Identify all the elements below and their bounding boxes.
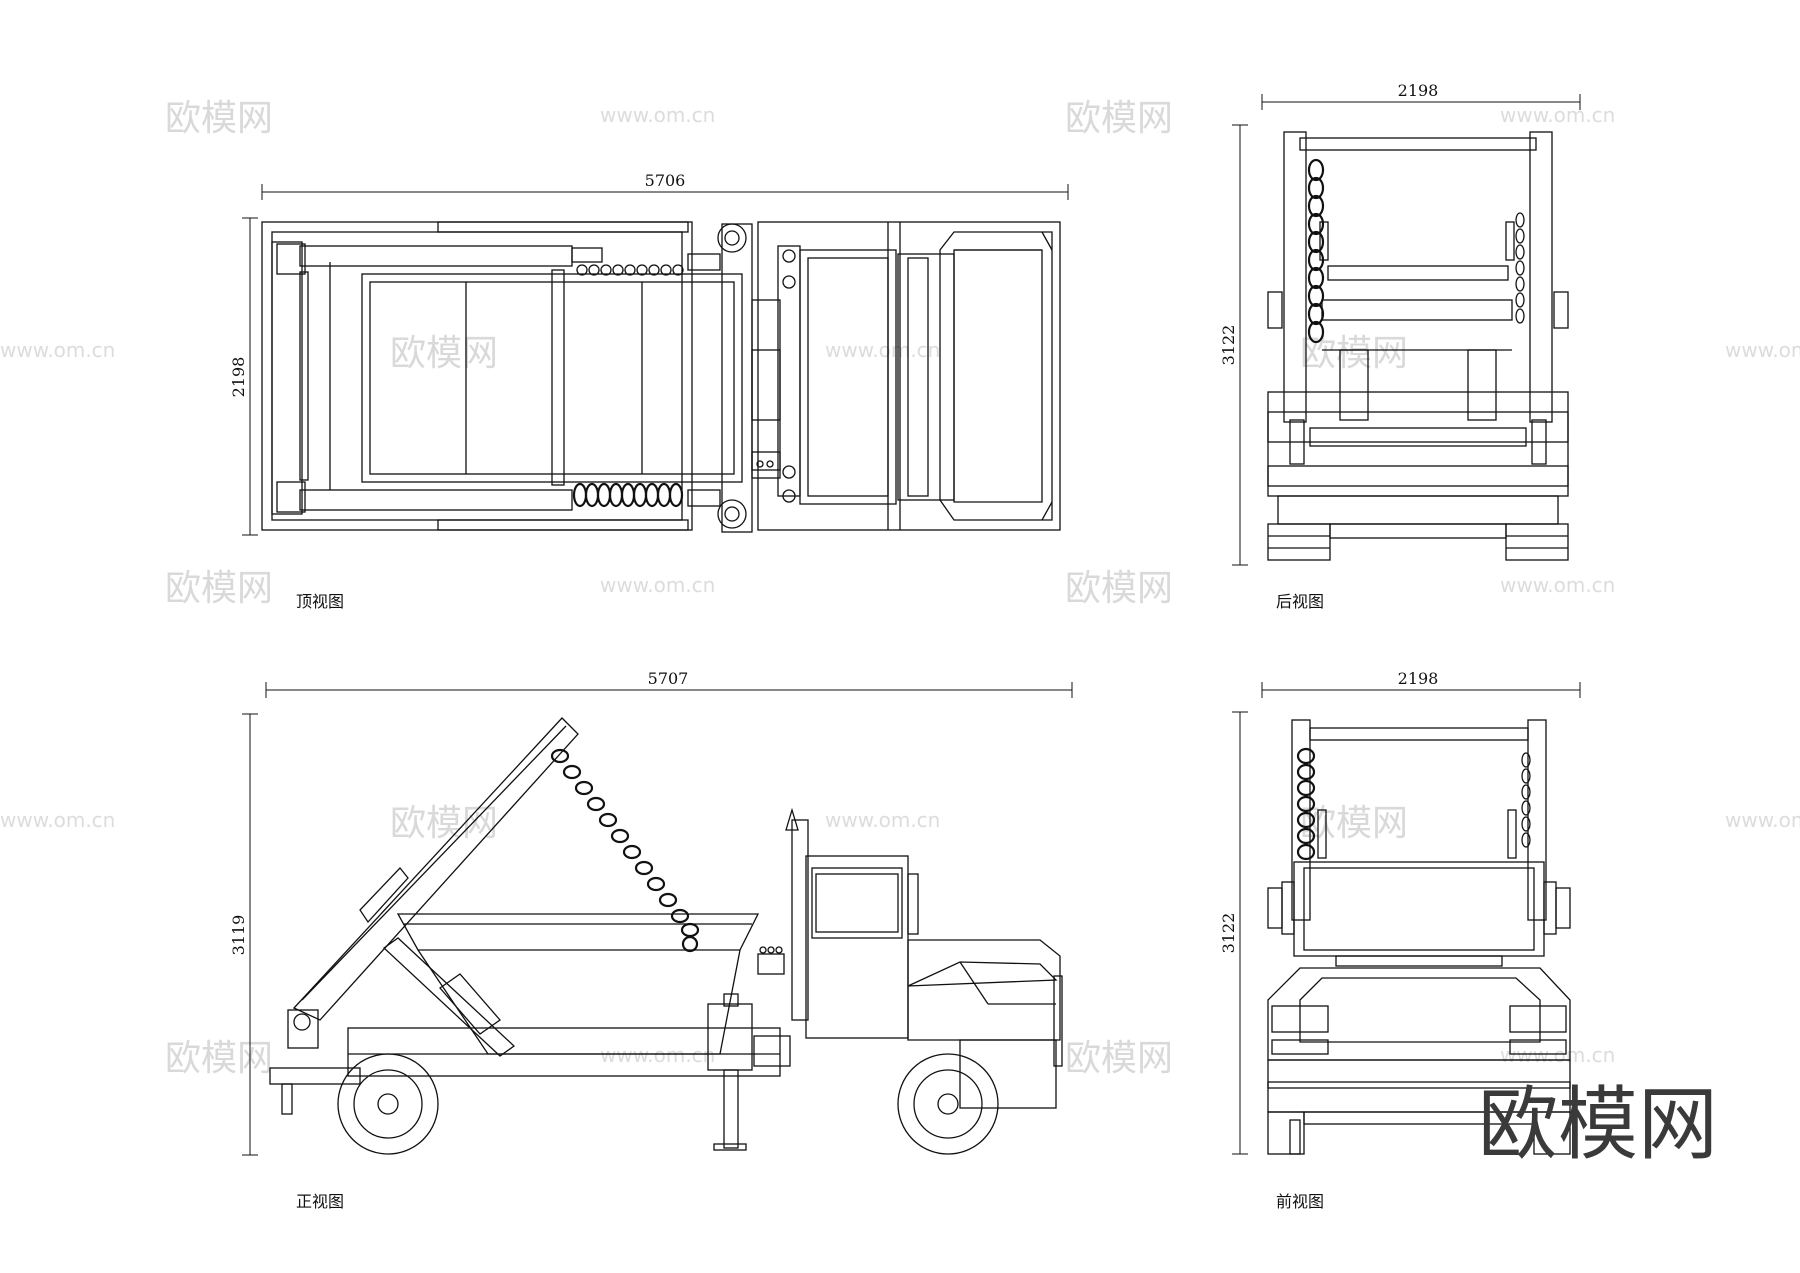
front-width-dimension: 2198: [1261, 669, 1581, 698]
top-width-value: 2198: [229, 357, 248, 398]
front-width-value: 2198: [1398, 669, 1439, 688]
watermark-url: www.om.cn: [0, 808, 115, 832]
front-height-dimension: 3122: [1219, 711, 1248, 1155]
chain-bottom: [572, 482, 684, 508]
rear-width-value: 2198: [1398, 81, 1439, 100]
rear-height-value: 3122: [1219, 325, 1238, 366]
chain-top: [576, 264, 684, 276]
watermark-text: 欧模网: [1300, 333, 1408, 374]
top-view-caption: 顶视图: [296, 592, 344, 611]
watermark-url: www.om.cn: [600, 103, 715, 127]
side-view: 5707 3119: [229, 669, 1073, 1211]
front-height-value: 3122: [1219, 913, 1238, 954]
watermark-url: www.om.cn: [825, 808, 940, 832]
top-length-value: 5706: [645, 171, 686, 190]
watermark-text: 欧模网: [1065, 568, 1173, 609]
rear-view-caption: 后视图: [1276, 592, 1324, 611]
rear-view: 2198 3122: [1219, 81, 1581, 611]
watermark-url: www.om.cn: [600, 1043, 715, 1067]
watermark-text: 欧模网: [1300, 803, 1408, 844]
rear-chain-left: [1307, 158, 1325, 344]
watermark-text: 欧模网: [390, 333, 498, 374]
front-view: 2198 3122: [1219, 669, 1581, 1211]
watermark-url: www.om.cn: [1500, 103, 1615, 127]
watermark-text: 欧模网: [165, 98, 273, 139]
watermark-text: 欧模网: [390, 803, 498, 844]
top-length-dimension: 5706: [261, 171, 1069, 200]
watermark-text: 欧模网: [165, 1038, 273, 1079]
rear-chain-right: [1515, 212, 1525, 324]
side-length-dimension: 5707: [265, 669, 1073, 698]
watermark-url: www.om.cn: [600, 573, 715, 597]
watermark-url: www.om.cn: [1725, 808, 1800, 832]
top-view: 5706 2198: [229, 171, 1069, 611]
watermark-url: www.om.cn: [1500, 573, 1615, 597]
side-length-value: 5707: [648, 669, 689, 688]
side-height-dimension: 3119: [229, 713, 258, 1156]
watermark-layer: 欧模网 www.om.cn 欧模网 www.om.cn 欧模网 www.om.c…: [0, 98, 1800, 1079]
watermark-text: 欧模网: [165, 568, 273, 609]
top-width-dimension: 2198: [229, 217, 258, 536]
watermark-url: www.om.cn: [1725, 338, 1800, 362]
side-chain: [550, 748, 700, 953]
watermark-url: www.om.cn: [1500, 1043, 1615, 1067]
front-chain-right: [1521, 752, 1531, 848]
watermark-text: 欧模网: [1065, 98, 1173, 139]
site-logo: 欧模网: [1478, 1078, 1718, 1171]
watermark-url: www.om.cn: [825, 338, 940, 362]
rear-width-dimension: 2198: [1261, 81, 1581, 110]
side-view-caption: 正视图: [296, 1192, 344, 1211]
front-chain-left: [1296, 747, 1316, 861]
watermark-text: 欧模网: [1065, 1038, 1173, 1079]
watermark-url: www.om.cn: [0, 338, 115, 362]
rear-height-dimension: 3122: [1219, 124, 1248, 566]
side-height-value: 3119: [229, 915, 248, 956]
front-view-caption: 前视图: [1276, 1192, 1324, 1211]
